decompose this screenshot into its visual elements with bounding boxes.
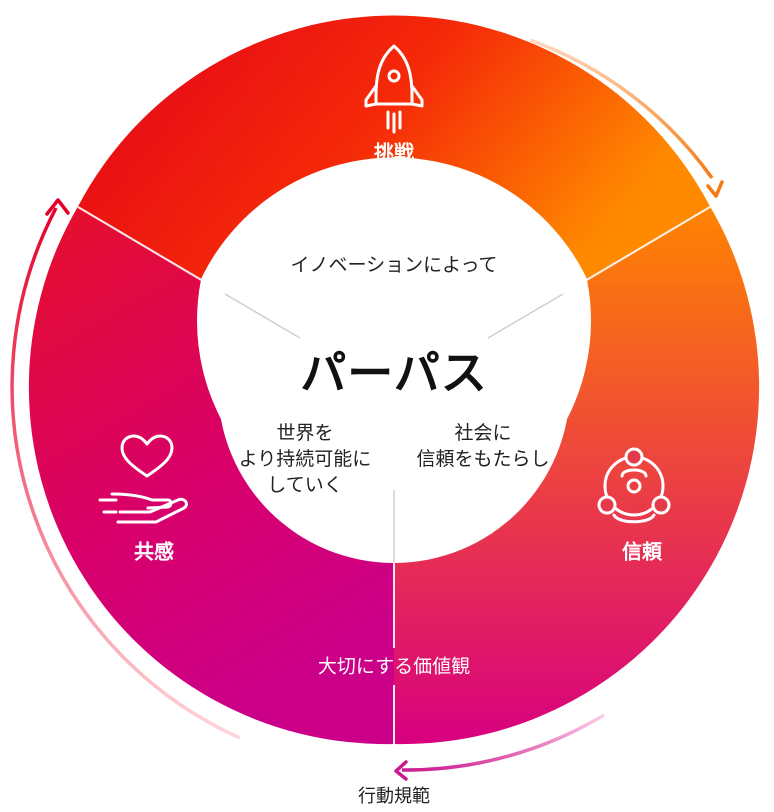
arrow-arc-bottom (401, 713, 605, 772)
purpose-right-text: 社会に 信頼をもたらし (416, 420, 549, 472)
code-of-conduct-label: 行動規範 (358, 786, 430, 807)
divider-lines (77, 206, 711, 748)
arrow-arc-left (10, 207, 241, 740)
segment-trust (394, 206, 760, 745)
arrow-arc-right (529, 38, 714, 180)
arrowhead-bottom (394, 760, 408, 781)
arrowhead-left (45, 198, 70, 216)
values-caption: 大切にする価値観 (317, 655, 471, 678)
value-label-challenge: 挑戦 (374, 140, 414, 165)
purpose-left-line-3: していく (267, 474, 343, 496)
outer-ring (28, 15, 760, 745)
purpose-right-line-1: 社会に (454, 422, 512, 444)
arrowhead-right (706, 180, 724, 198)
purpose-circle (218, 211, 570, 563)
segment-empathy (28, 206, 395, 745)
inner-divider-lines (224, 293, 564, 563)
value-label-trust: 信頼 (622, 539, 662, 564)
cycle-arrows (10, 38, 714, 772)
purpose-left-line-1: 世界を (276, 422, 334, 444)
value-label-empathy: 共感 (134, 539, 174, 564)
arrowheads (45, 180, 724, 781)
purpose-left-line-2: より持続可能に (238, 448, 372, 470)
purpose-right-line-2: 信頼をもたらし (416, 448, 550, 470)
people-connected-icon (597, 447, 671, 524)
purpose-left-text: 世界を より持続可能に していく (239, 420, 372, 498)
heart-in-hand-icon (98, 434, 188, 524)
purpose-line-1: イノベーションによって (290, 254, 498, 276)
segment-challenge (78, 15, 710, 279)
purpose-title: パーパス (300, 346, 488, 400)
rocket-icon (364, 44, 424, 134)
